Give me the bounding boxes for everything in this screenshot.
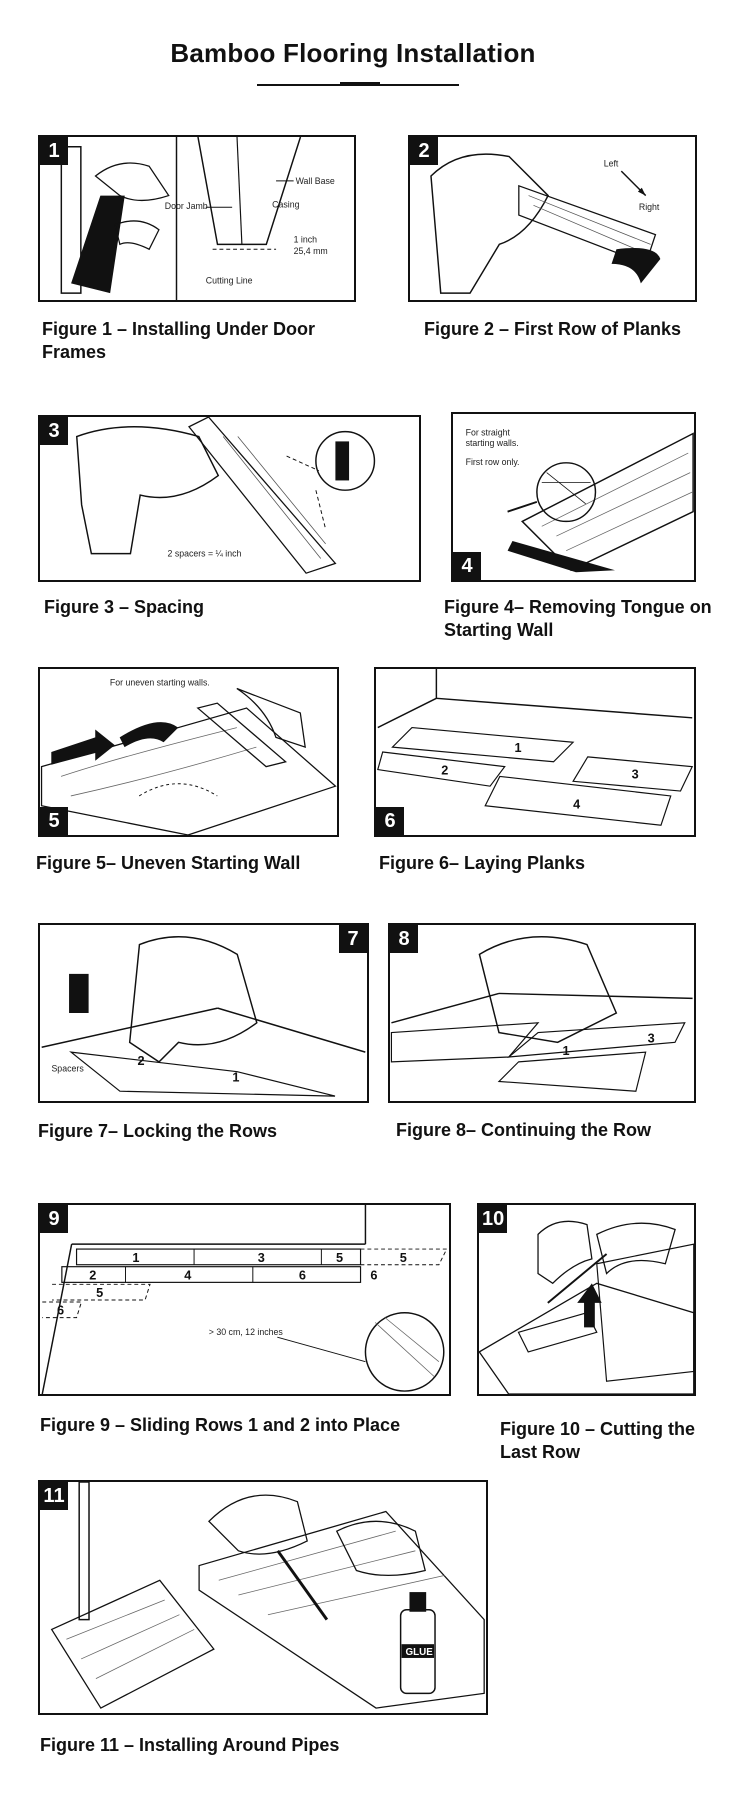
plank-label-6c: 6 bbox=[57, 1303, 64, 1318]
plank-label-5c: 5 bbox=[96, 1285, 103, 1300]
plank-label-6a: 6 bbox=[299, 1267, 306, 1282]
label-line2: starting walls. bbox=[466, 438, 519, 448]
label-inch: 1 inch bbox=[294, 234, 318, 244]
figure-7-panel: Spacers 2 1 7 bbox=[38, 923, 369, 1103]
figure-10-caption: Figure 10 – Cutting the Last Row bbox=[500, 1419, 696, 1462]
figure-9-panel: > 30 cm, 12 inches 1 3 5 5 2 4 6 6 5 6 9 bbox=[38, 1203, 451, 1396]
label-spacers-7: Spacers bbox=[51, 1064, 84, 1074]
label-gap: > 30 cm, 12 inches bbox=[209, 1327, 284, 1337]
page-title: Bamboo Flooring Installation bbox=[170, 38, 536, 68]
figure-7-illustration: Spacers 2 1 bbox=[41, 936, 366, 1097]
figure-2-number: 2 bbox=[410, 137, 438, 165]
label-line1: For straight bbox=[466, 427, 511, 437]
figure-9-number: 9 bbox=[40, 1205, 68, 1233]
label-left: Left bbox=[604, 158, 619, 168]
figure-4-caption: Figure 4– Removing Tongue on Starting Wa… bbox=[444, 597, 712, 640]
label-wall-base: Wall Base bbox=[296, 176, 335, 186]
plank-label-5b: 5 bbox=[400, 1250, 407, 1265]
figure-1-illustration: Door Jamb Wall Base Casing 1 inch 25,4 m… bbox=[60, 137, 335, 300]
figure-6-panel: 1 2 3 4 6 bbox=[374, 667, 696, 837]
figure-1-caption: Figure 1 – Installing Under Door Frames bbox=[42, 319, 316, 362]
plank-label-1: 1 bbox=[514, 741, 521, 755]
glue-label: GLUE bbox=[406, 1647, 434, 1658]
plank-label-3: 3 bbox=[648, 1030, 655, 1045]
figure-3-number: 3 bbox=[40, 417, 68, 445]
figure-3-panel: 2 spacers = ¼ inch 3 bbox=[38, 415, 421, 582]
plank-label-2: 2 bbox=[89, 1267, 96, 1282]
figure-10-number: 10 bbox=[479, 1205, 508, 1233]
figure-1-number: 1 bbox=[40, 137, 68, 165]
figure-3-caption: Figure 3 – Spacing bbox=[44, 597, 205, 617]
plank-label-1: 1 bbox=[232, 1069, 239, 1084]
figure-8-caption: Figure 8– Continuing the Row bbox=[396, 1120, 651, 1140]
plank-label-2: 2 bbox=[441, 763, 448, 777]
figure-11-number: 11 bbox=[40, 1482, 68, 1510]
title-underline-accent bbox=[340, 82, 380, 86]
figure-3-illustration: 2 spacers = ¼ inch bbox=[75, 417, 376, 574]
figure-4-illustration: For straight starting walls. First row o… bbox=[466, 427, 694, 573]
label-uneven-note: For uneven starting walls. bbox=[110, 678, 210, 688]
plank-label-1: 1 bbox=[563, 1043, 570, 1058]
figure-7-caption: Figure 7– Locking the Rows bbox=[38, 1121, 278, 1141]
plank-label-6b: 6 bbox=[370, 1267, 377, 1282]
figure-6-number: 6 bbox=[376, 807, 404, 835]
plank-label-5a: 5 bbox=[336, 1250, 343, 1265]
figure-9-illustration: > 30 cm, 12 inches 1 3 5 5 2 4 6 6 5 6 bbox=[41, 1205, 448, 1394]
label-door-jamb: Door Jamb bbox=[165, 201, 208, 211]
figure-6-illustration: 1 2 3 4 bbox=[377, 669, 694, 826]
figure-5-illustration: For uneven starting walls. bbox=[40, 678, 337, 835]
figure-10-panel: 10 bbox=[477, 1203, 696, 1396]
label-right: Right bbox=[639, 202, 660, 212]
figure-2-illustration: Left Right bbox=[430, 153, 661, 294]
plank-label-1: 1 bbox=[132, 1250, 139, 1265]
figure-4-panel: For straight starting walls. First row o… bbox=[451, 412, 696, 582]
label-line3: First row only. bbox=[466, 457, 520, 467]
figure-2-caption: Figure 2 – First Row of Planks bbox=[424, 319, 682, 339]
figure-11-panel: GLUE 11 bbox=[38, 1480, 488, 1715]
figure-2-panel: Left Right 2 bbox=[408, 135, 697, 302]
figure-1-panel: Door Jamb Wall Base Casing 1 inch 25,4 m… bbox=[38, 135, 356, 302]
plank-label-3: 3 bbox=[632, 767, 639, 781]
label-spacers: 2 spacers = ¼ inch bbox=[168, 549, 242, 559]
figure-5-panel: For uneven starting walls. 5 bbox=[38, 667, 339, 837]
label-mm: 25,4 mm bbox=[294, 246, 328, 256]
figure-4-number: 4 bbox=[453, 552, 481, 580]
plank-label-4: 4 bbox=[184, 1267, 191, 1282]
plank-label-4: 4 bbox=[573, 798, 580, 812]
figure-7-number: 7 bbox=[339, 925, 367, 953]
plank-label-2: 2 bbox=[138, 1053, 145, 1068]
figure-8-panel: 1 3 8 bbox=[388, 923, 696, 1103]
label-cutting-line: Cutting Line bbox=[206, 275, 253, 285]
figure-11-illustration: GLUE bbox=[50, 1482, 485, 1709]
figure-8-illustration: 1 3 bbox=[390, 936, 693, 1092]
plank-label-3: 3 bbox=[258, 1250, 265, 1265]
figure-10-illustration bbox=[479, 1220, 694, 1394]
figure-9-caption: Figure 9 – Sliding Rows 1 and 2 into Pla… bbox=[40, 1415, 401, 1435]
figure-5-number: 5 bbox=[40, 807, 68, 835]
figure-5-caption: Figure 5– Uneven Starting Wall bbox=[36, 853, 301, 873]
label-casing: Casing bbox=[272, 199, 299, 209]
figure-6-caption: Figure 6– Laying Planks bbox=[379, 853, 586, 873]
figure-11-caption: Figure 11 – Installing Around Pipes bbox=[40, 1735, 340, 1755]
figure-8-number: 8 bbox=[390, 925, 418, 953]
